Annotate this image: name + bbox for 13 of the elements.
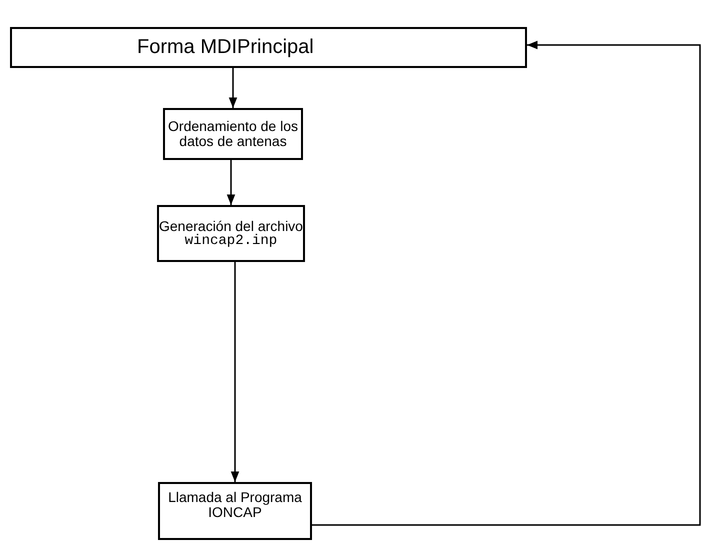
- arrow: [228, 68, 238, 108]
- box-label: Generación del archivo: [159, 218, 303, 234]
- box-label: Llamada al Programa IONCAP: [167, 490, 303, 520]
- box-label: wincap2.inp: [184, 234, 278, 248]
- arrow: [312, 40, 701, 526]
- process-box: [10, 27, 527, 68]
- process-box: [163, 108, 303, 160]
- process-box: [157, 205, 305, 262]
- arrow: [226, 160, 236, 205]
- arrow: [230, 262, 240, 482]
- box-label: Ordenamiento de los datos de antenas: [167, 119, 299, 149]
- process-box: [158, 482, 312, 540]
- box-label: Forma MDIPrincipal: [137, 37, 314, 58]
